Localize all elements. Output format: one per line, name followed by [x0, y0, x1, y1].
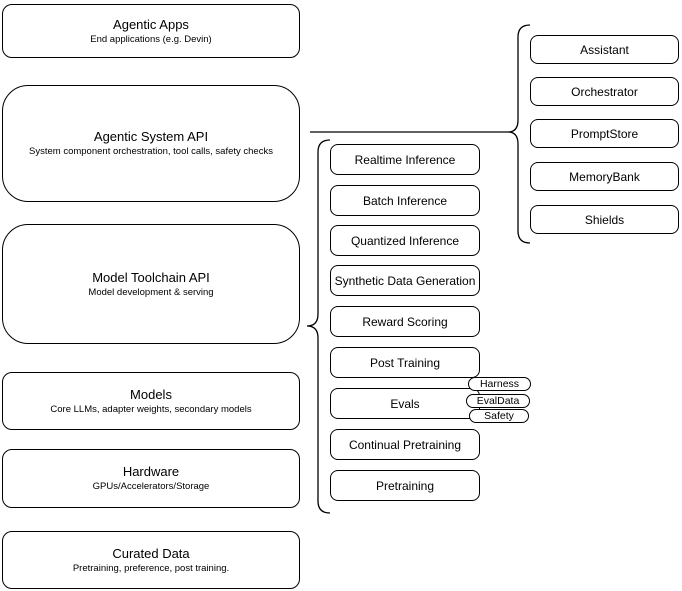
node-subtitle: System component orchestration, tool cal… [29, 146, 273, 157]
node-model-toolchain-api: Model Toolchain API Model development & … [2, 224, 300, 344]
tag-label: EvalData [476, 394, 520, 407]
node-label: Pretraining [375, 478, 435, 493]
node-models: Models Core LLMs, adapter weights, secon… [2, 372, 300, 430]
node-curated-data: Curated Data Pretraining, preference, po… [2, 531, 300, 589]
node-label: Reward Scoring [362, 314, 448, 329]
tag-label: Harness [479, 377, 520, 390]
node-title: Curated Data [112, 545, 190, 561]
node-promptstore: PromptStore [530, 119, 679, 148]
node-orchestrator: Orchestrator [530, 77, 679, 106]
node-agentic-apps: Agentic Apps End applications (e.g. Devi… [2, 4, 300, 58]
node-label: Evals [390, 396, 420, 411]
node-pretraining: Pretraining [330, 470, 480, 501]
node-batch-inference: Batch Inference [330, 185, 480, 216]
node-title: Model Toolchain API [92, 269, 210, 285]
node-subtitle: Model development & serving [88, 286, 214, 298]
node-title: Hardware [122, 464, 180, 479]
node-subtitle: Core LLMs, adapter weights, secondary mo… [50, 403, 252, 415]
node-label: Shields [584, 212, 625, 227]
node-continual-pretraining: Continual Pretraining [330, 429, 480, 460]
tag-evaldata: EvalData [466, 394, 530, 408]
node-reward-scoring: Reward Scoring [330, 306, 480, 337]
node-evals: Evals [330, 388, 480, 419]
node-label: Continual Pretraining [348, 437, 462, 452]
node-hardware: Hardware GPUs/Accelerators/Storage [2, 449, 300, 508]
node-label: Post Training [369, 355, 441, 370]
node-label: Assistant [580, 42, 629, 57]
node-subtitle: End applications (e.g. Devin) [90, 33, 212, 45]
tag-safety: Safety [469, 409, 529, 423]
node-label: Batch Inference [362, 193, 448, 208]
node-subtitle: Pretraining, preference, post training. [72, 562, 230, 574]
system-components-brace [507, 24, 531, 244]
node-realtime-inference: Realtime Inference [330, 144, 480, 175]
node-label: PromptStore [570, 126, 639, 141]
node-quantized-inference: Quantized Inference [330, 225, 480, 256]
node-assistant: Assistant [530, 35, 679, 64]
node-label: Orchestrator [571, 84, 638, 99]
node-synthetic-data-generation: Synthetic Data Generation [330, 265, 480, 296]
node-title: Agentic System API [93, 129, 209, 144]
node-title: Agentic Apps [113, 16, 189, 32]
node-shields: Shields [530, 205, 679, 234]
node-label: Synthetic Data Generation [334, 273, 476, 288]
node-post-training: Post Training [330, 347, 480, 378]
tag-label: Safety [484, 409, 514, 422]
node-subtitle: GPUs/Accelerators/Storage [92, 481, 210, 492]
node-memorybank: MemoryBank [530, 162, 679, 191]
node-label: Realtime Inference [354, 152, 456, 167]
node-agentic-system-api: Agentic System API System component orch… [2, 85, 300, 202]
node-label: MemoryBank [569, 169, 640, 184]
tag-harness: Harness [468, 377, 531, 391]
node-title: Models [130, 386, 172, 402]
node-label: Quantized Inference [350, 233, 460, 248]
toolchain-brace [306, 139, 331, 514]
